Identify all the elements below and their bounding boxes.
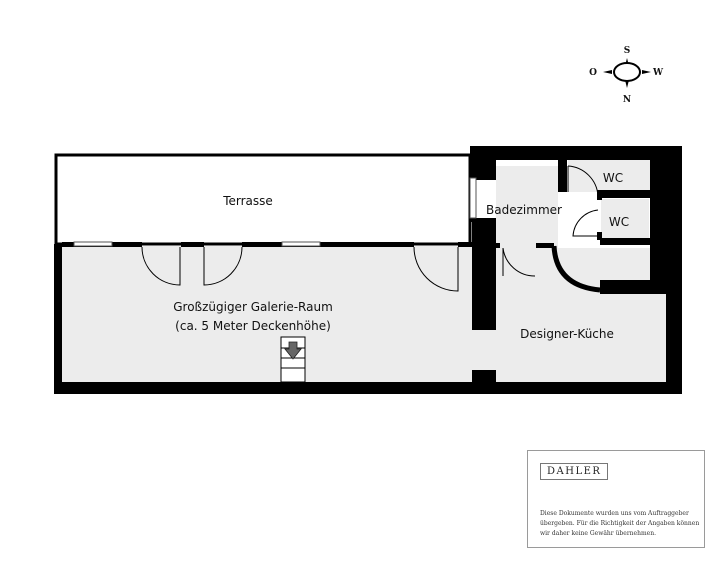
compass-icon: S O W N xyxy=(589,46,664,105)
room-label-badezimmer: Badezimmer xyxy=(486,203,562,217)
room-label-kueche: Designer-Küche xyxy=(520,327,614,341)
doors xyxy=(141,165,599,292)
compass-south: S xyxy=(624,46,631,56)
staircase xyxy=(280,336,306,383)
windows xyxy=(73,177,477,247)
room-label-galerie-line1: Großzügiger Galerie-Raum xyxy=(173,300,333,314)
stair-down-arrow-icon xyxy=(284,341,302,360)
kitchen-floor-join xyxy=(472,330,498,370)
wc1-floor xyxy=(568,160,650,192)
gallery-floor xyxy=(62,246,472,382)
compass-north: N xyxy=(623,95,631,105)
room-label-terrasse: Terrasse xyxy=(222,194,273,208)
dahler-logo: DAHLER xyxy=(540,463,609,480)
curved-wall xyxy=(551,245,601,293)
wc2-floor xyxy=(601,199,649,239)
room-label-galerie-line2: (ca. 5 Meter Deckenhöhe) xyxy=(175,319,331,333)
room-label-wc1: WC xyxy=(603,171,623,185)
disclaimer-box: DAHLER Diese Dokumente wurden uns vom Au… xyxy=(527,450,705,548)
terrace-area xyxy=(54,153,472,246)
disclaimer-text: Diese Dokumente wurden uns vom Auftragge… xyxy=(540,510,700,537)
compass-west: W xyxy=(652,68,664,78)
compass-east: O xyxy=(589,68,597,78)
kitchen-floor xyxy=(496,248,666,382)
room-label-wc2: WC xyxy=(609,215,629,229)
